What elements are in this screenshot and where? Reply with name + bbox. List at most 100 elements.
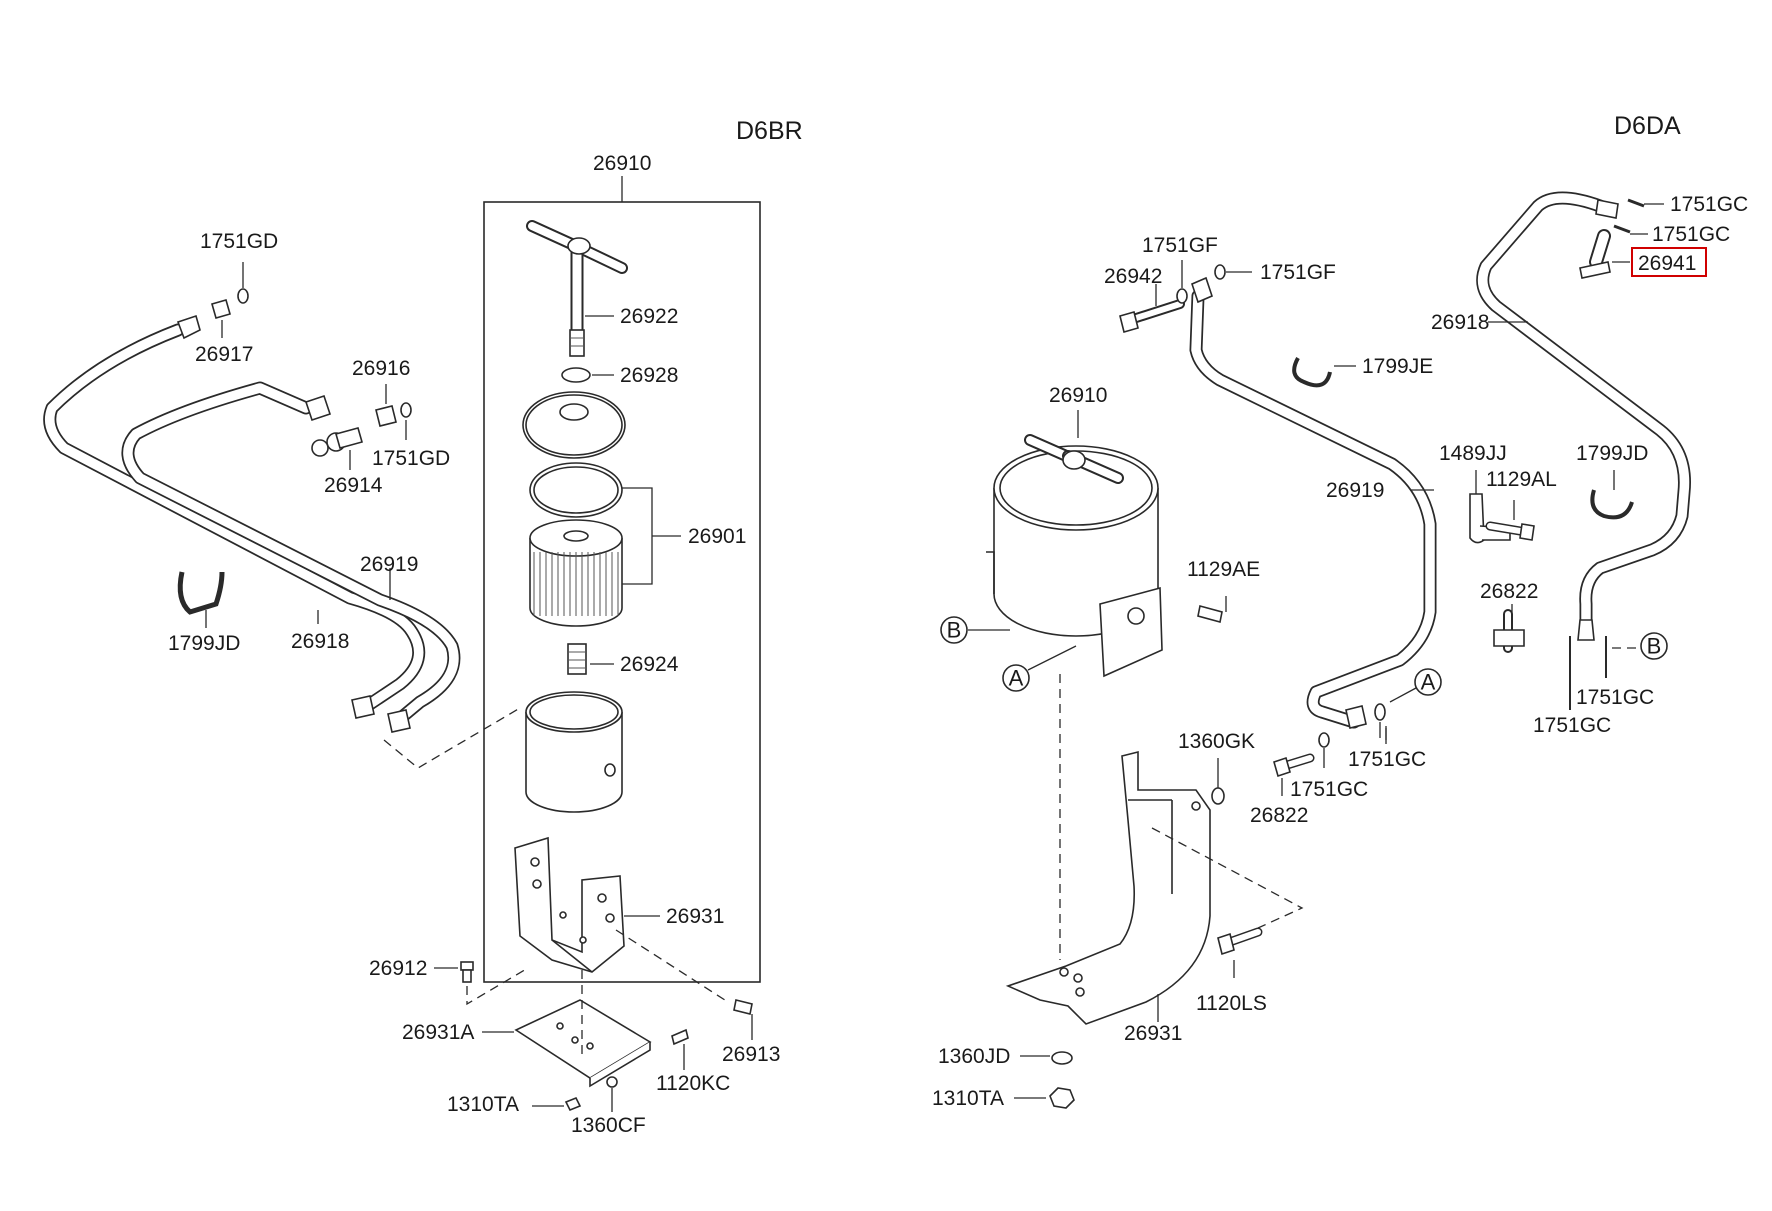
part-1360gk-washer [1211, 787, 1225, 805]
part-1120ls-bolt [1217, 927, 1263, 956]
part-26919-fuel-line-right [1189, 276, 1437, 729]
label-26901: 26901 [688, 525, 746, 548]
filter-cover [522, 391, 626, 459]
label-26918: 26918 [291, 630, 349, 653]
label-26931A: 26931A [402, 1021, 474, 1044]
label-26914: 26914 [324, 474, 383, 497]
fitting-26918-bottom [351, 695, 375, 719]
part-26942-bolt [1119, 299, 1185, 333]
svg-text:B: B [947, 618, 962, 643]
part-26912-bolt [460, 961, 474, 983]
part-1751gc-washer-top1 [1627, 198, 1645, 208]
part-26901-filter-element [529, 519, 623, 627]
label-r-1799JD: 1799JD [1576, 442, 1648, 465]
label-r-1310TA: 1310TA [932, 1087, 1004, 1110]
label-r-1751GC-top2: 1751GC [1652, 223, 1730, 246]
part-1120kc-bolt [671, 1028, 689, 1046]
highlight-box-26941[interactable] [1631, 247, 1707, 277]
label-1120KC: 1120KC [656, 1072, 730, 1095]
label-r-26931: 26931 [1124, 1022, 1182, 1045]
part-1751gd-washer-mid [400, 402, 412, 418]
part-26918-fuel-line-right [1476, 191, 1691, 641]
part-26931-bracket-right [1005, 750, 1211, 1025]
part-1751gf-washer-a [1176, 288, 1188, 304]
label-r-1751GC-e: 1751GC [1576, 686, 1654, 709]
label-26916: 26916 [352, 357, 410, 380]
label-r-1360GK: 1360GK [1178, 730, 1255, 753]
label-1799JD: 1799JD [168, 632, 240, 655]
part-1751gf-washer-b [1214, 264, 1226, 280]
part-1310ta-nut [564, 1096, 582, 1112]
part-26916-nut [375, 405, 397, 427]
part-26931-bracket [514, 836, 625, 973]
part-1129al-bolt [1485, 521, 1535, 541]
label-r-1751GC-c: 1751GC [1348, 748, 1426, 771]
label-r-1751GF-b: 1751GF [1260, 261, 1336, 284]
part-1360cf-washer [606, 1076, 618, 1088]
label-1310TA: 1310TA [447, 1093, 519, 1116]
label-r-1751GC-top1: 1751GC [1670, 193, 1748, 216]
part-26917-nut [211, 299, 231, 319]
label-r-26941[interactable]: 26941 [1638, 252, 1696, 275]
part-26822-bolt-a [1493, 609, 1525, 653]
label-r-1120LS: 1120LS [1196, 992, 1267, 1015]
label-26917: 26917 [195, 343, 253, 366]
section-title-d6br: D6BR [736, 117, 803, 145]
part-1360jd-washer [1051, 1051, 1073, 1065]
d6da-assembly: 26910 B A 1129AE 26931 1360GK [932, 191, 1748, 1110]
filter-element-ribs [533, 552, 619, 616]
label-r-26910: 26910 [1049, 384, 1107, 407]
part-26918-fuel-line [43, 323, 426, 715]
part-26931a-plate [514, 999, 652, 1088]
svg-text:B: B [1647, 634, 1662, 659]
marker-b-left [940, 616, 968, 644]
part-26941-eye-bolt [1579, 229, 1611, 279]
part-26919-fuel-line [121, 381, 461, 729]
label-26912: 26912 [369, 957, 427, 980]
bracket-26901 [622, 487, 653, 585]
part-26922-t-handle [526, 220, 628, 357]
part-1751gc-washer-c [1374, 703, 1386, 721]
part-1799jd-clip-right [1590, 489, 1634, 520]
part-1799je-clip [1292, 357, 1332, 388]
label-r-1799JE: 1799JE [1362, 355, 1433, 378]
fitting-26919-bottom [387, 709, 411, 733]
part-26924-nipple [567, 643, 587, 675]
label-r-26822-a: 26822 [1480, 580, 1538, 603]
label-26922: 26922 [620, 305, 678, 328]
label-26928: 26928 [620, 364, 678, 387]
part-1751gc-washer-top2 [1613, 224, 1631, 234]
filter-bowl [525, 691, 623, 813]
part-1751gc-washer-d [1318, 732, 1330, 748]
label-26924: 26924 [620, 653, 679, 676]
svg-text:A: A [1421, 670, 1436, 695]
label-26931: 26931 [666, 905, 724, 928]
fitting-26918-top [176, 314, 201, 340]
label-r-1129AL: 1129AL [1486, 468, 1557, 491]
label-r-1751GC-d: 1751GC [1290, 778, 1368, 801]
part-26928-o-ring [561, 367, 591, 383]
label-26910: 26910 [593, 152, 651, 175]
part-1751gd-washer-top [237, 288, 249, 304]
label-1360CF: 1360CF [571, 1114, 646, 1137]
section-title-d6da: D6DA [1614, 112, 1681, 140]
label-1751GD-top: 1751GD [200, 230, 278, 253]
label-r-1751GC-f: 1751GC [1533, 714, 1611, 737]
part-26914-banjo-fitting [304, 394, 363, 457]
label-1751GD-mid: 1751GD [372, 447, 450, 470]
label-r-26822-b: 26822 [1250, 804, 1308, 827]
label-r-26942: 26942 [1104, 265, 1162, 288]
label-r-26918: 26918 [1431, 311, 1489, 334]
part-1129ae-bolt [1197, 605, 1223, 623]
label-r-1360JD: 1360JD [938, 1045, 1010, 1068]
part-1799jd-clip [177, 571, 225, 615]
label-r-1489JJ: 1489JJ [1439, 442, 1507, 465]
label-r-26919: 26919 [1326, 479, 1384, 502]
part-1310ta-nut-right [1049, 1087, 1075, 1109]
d6br-assembly: 26910 26922 26928 [43, 152, 780, 1137]
part-26910-filter-assembly-right [986, 434, 1163, 678]
marker-a-right [1414, 668, 1442, 696]
marker-a-left [1002, 664, 1030, 692]
filter-gasket [529, 462, 623, 518]
